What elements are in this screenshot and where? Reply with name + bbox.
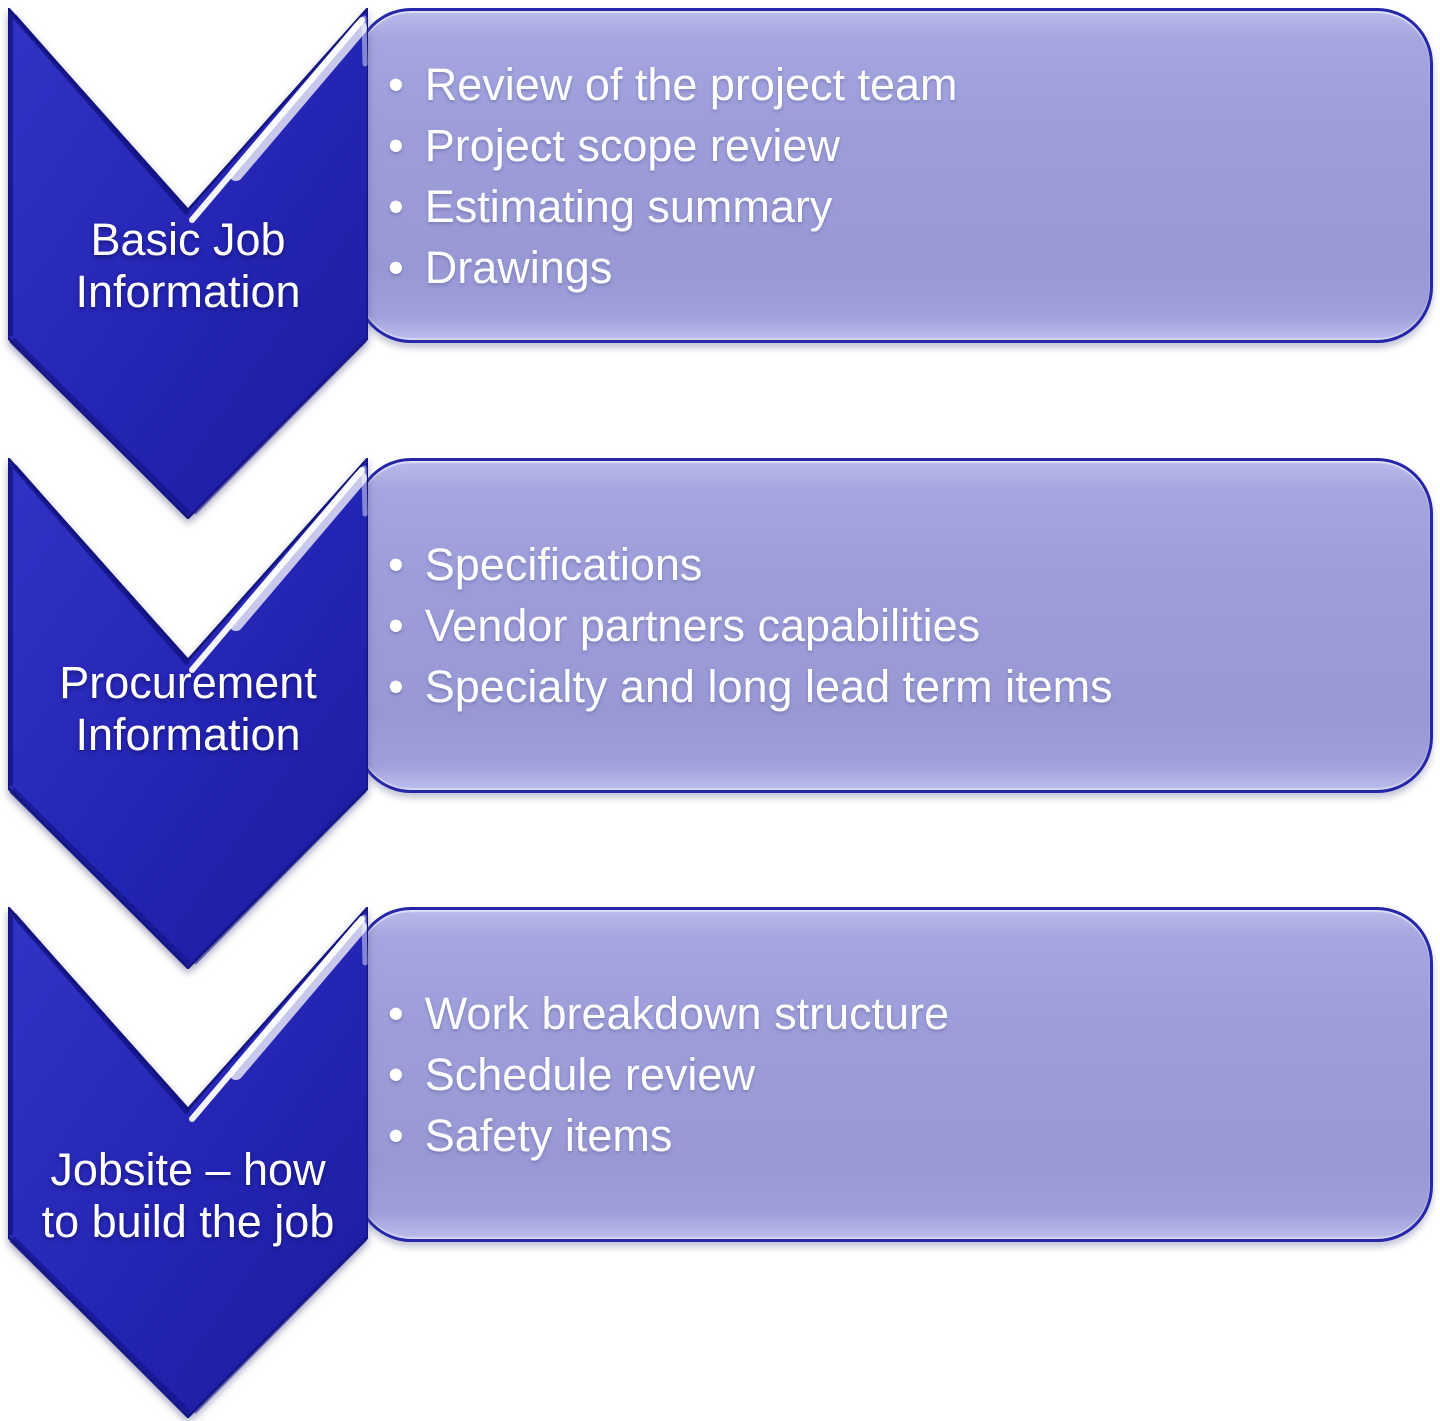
bullet-text: Review of the project team	[424, 58, 958, 110]
bullet-list: • Review of the project team • Project s…	[358, 11, 1430, 340]
section-procurement-information: • Specifications • Vendor partners capab…	[0, 458, 1440, 970]
content-panel: • Specifications • Vendor partners capab…	[355, 458, 1433, 793]
chevron-label-line2: Information	[75, 266, 301, 317]
bullet-item: • Schedule review	[388, 1044, 1390, 1105]
chevron-label-line2: to build the job	[41, 1196, 335, 1247]
bullet-item: • Specifications	[388, 534, 1390, 595]
bullet-list: • Specifications • Vendor partners capab…	[358, 461, 1430, 790]
chevron-down-arrow-icon	[8, 907, 368, 1418]
bullet-text: Specialty and long lead term items	[424, 661, 1113, 712]
bullet-icon: •	[388, 241, 404, 293]
chevron-down-arrow-icon	[8, 8, 368, 519]
bullet-item: • Review of the project team	[388, 54, 1390, 115]
bullet-icon: •	[388, 600, 404, 651]
chevron-down-arrow-icon	[8, 458, 368, 969]
chevron-label: Jobsite – how to build the job	[8, 1144, 368, 1248]
bullet-text: Drawings	[424, 241, 613, 293]
bullet-item: • Work breakdown structure	[388, 983, 1390, 1044]
bullet-item: • Project scope review	[388, 115, 1390, 176]
bullet-icon: •	[388, 1049, 404, 1100]
bullet-icon: •	[388, 661, 404, 712]
chevron-label-line1: Basic Job	[90, 214, 286, 265]
chevron-label: Basic Job Information	[8, 214, 368, 318]
bullet-item: • Safety items	[388, 1105, 1390, 1166]
chevron-label-line2: Information	[75, 709, 301, 760]
bullet-icon: •	[388, 119, 404, 171]
chevron-label: Procurement Information	[8, 657, 368, 761]
content-panel: • Work breakdown structure • Schedule re…	[355, 907, 1433, 1242]
section-basic-job-information: • Review of the project team • Project s…	[0, 8, 1440, 520]
bullet-item: • Specialty and long lead term items	[388, 656, 1390, 717]
bullet-text: Vendor partners capabilities	[424, 600, 981, 651]
bullet-icon: •	[388, 58, 404, 110]
bullet-item: • Estimating summary	[388, 176, 1390, 237]
content-panel: • Review of the project team • Project s…	[355, 8, 1433, 343]
bullet-item: • Drawings	[388, 237, 1390, 298]
bullet-text: Project scope review	[424, 119, 840, 171]
bullet-icon: •	[388, 988, 404, 1039]
chevron-label-line1: Jobsite – how	[50, 1144, 326, 1195]
section-jobsite-how-to-build: • Work breakdown structure • Schedule re…	[0, 907, 1440, 1419]
bullet-text: Specifications	[424, 539, 703, 590]
bullet-text: Schedule review	[424, 1049, 755, 1100]
bullet-text: Work breakdown structure	[424, 988, 950, 1039]
chevron-label-line1: Procurement	[59, 657, 317, 708]
bullet-item: • Vendor partners capabilities	[388, 595, 1390, 656]
bullet-icon: •	[388, 180, 404, 232]
bullet-text: Estimating summary	[424, 180, 833, 232]
bullet-list: • Work breakdown structure • Schedule re…	[358, 910, 1430, 1239]
bullet-icon: •	[388, 1110, 404, 1161]
bullet-text: Safety items	[424, 1110, 673, 1161]
bullet-icon: •	[388, 539, 404, 590]
